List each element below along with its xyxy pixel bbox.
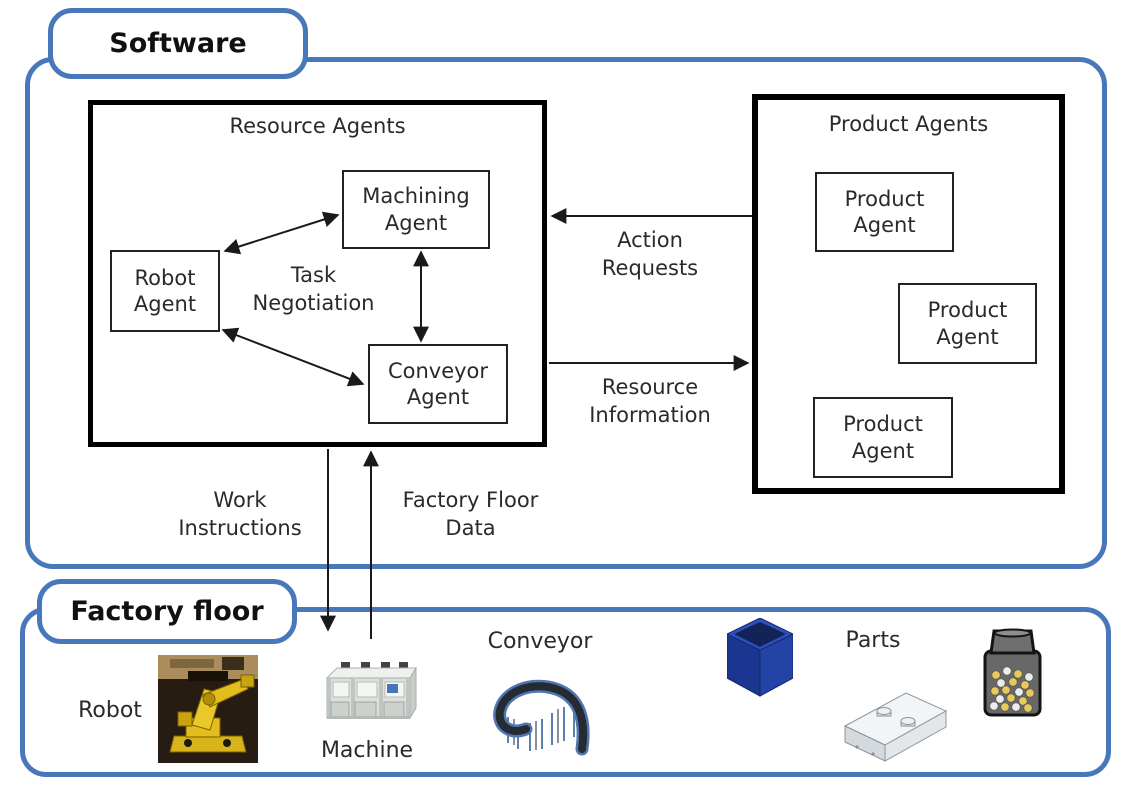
factory-floor-container xyxy=(20,607,1111,777)
robot-label: Robot xyxy=(78,698,142,723)
factory-floor-label: Factory floor xyxy=(70,596,264,627)
software-container xyxy=(25,57,1107,569)
robot-agent-node: Robot Agent xyxy=(110,250,220,332)
conveyor-agent-node: Conveyor Agent xyxy=(368,344,508,424)
conveyor-label: Conveyor xyxy=(487,629,593,654)
action-requests-label: Action Requests xyxy=(601,228,699,281)
product-agent-node: Product Agent xyxy=(813,397,953,478)
software-label: Software xyxy=(109,28,247,59)
part-block-image xyxy=(843,692,948,762)
conveyor-image xyxy=(493,679,590,756)
factory-floor-data-label: Factory Floor Data xyxy=(402,488,539,541)
parts-label: Parts xyxy=(845,628,901,653)
product-agent-node: Product Agent xyxy=(898,283,1037,364)
resource-agents-title: Resource Agents xyxy=(229,114,406,138)
product-agents-title: Product Agents xyxy=(828,112,989,136)
factory-floor-label-bubble: Factory floor xyxy=(37,579,297,644)
robot-photo-image xyxy=(158,655,258,763)
product-agent-node: Product Agent xyxy=(815,172,954,252)
bin-image xyxy=(727,618,793,697)
task-negotiation-label: Task Negotiation xyxy=(252,263,375,316)
machine-label: Machine xyxy=(320,738,414,763)
parts-jar-image xyxy=(983,628,1042,717)
work-instructions-label: Work Instructions xyxy=(178,488,302,541)
software-label-bubble: Software xyxy=(48,8,308,79)
machine-image xyxy=(325,662,417,720)
machining-agent-node: Machining Agent xyxy=(342,170,490,249)
resource-information-label: Resource Information xyxy=(589,375,711,428)
